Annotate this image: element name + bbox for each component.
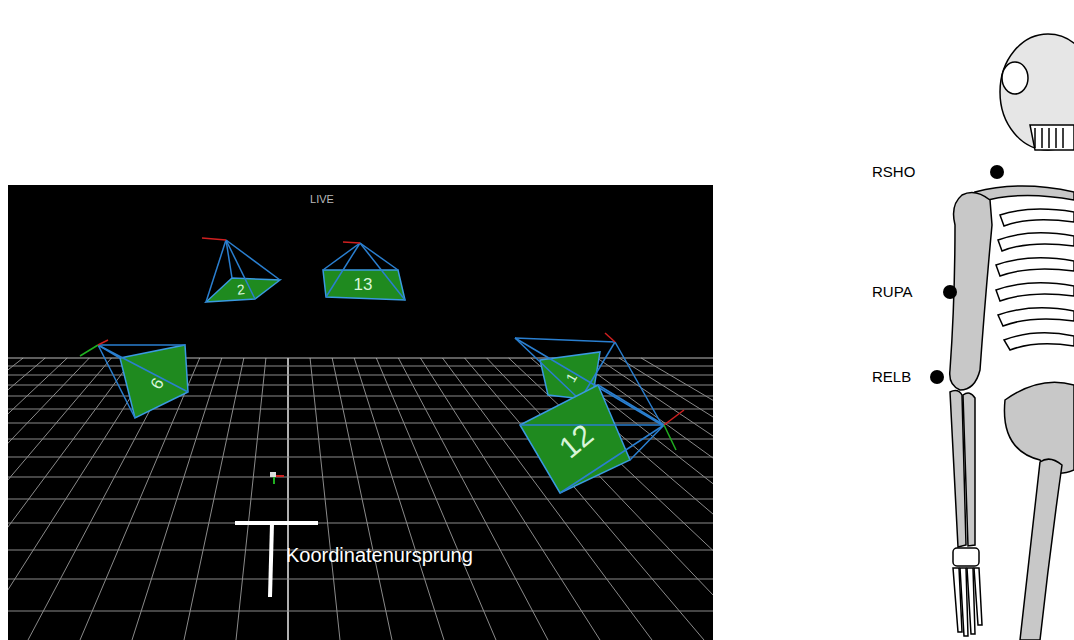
grid-line xyxy=(8,523,713,524)
illustration-part xyxy=(598,385,664,425)
illustration-part xyxy=(615,342,662,425)
illustration-part xyxy=(974,568,982,625)
marker-dots xyxy=(930,165,1004,384)
grid-line xyxy=(8,477,713,478)
illustration-part xyxy=(605,333,615,342)
illustration-part xyxy=(206,278,280,302)
viewport-panel xyxy=(8,185,713,640)
pelvis xyxy=(1004,382,1074,473)
illustration-part xyxy=(343,242,360,243)
illustration-part xyxy=(202,238,226,240)
illustration-part xyxy=(98,345,188,392)
marker-dot xyxy=(990,165,1004,179)
grid-line xyxy=(8,366,713,367)
view-mode-label: LIVE xyxy=(310,193,334,205)
femur xyxy=(1020,459,1062,640)
illustration-part xyxy=(270,472,276,477)
illustration-part xyxy=(664,410,684,425)
illustration-part xyxy=(998,233,1074,251)
illustration-part xyxy=(226,240,232,278)
marker-dot xyxy=(930,370,944,384)
grid-line xyxy=(8,396,713,397)
marker-dot xyxy=(943,285,957,299)
origin-marker xyxy=(270,472,284,484)
grid-line xyxy=(8,499,713,500)
ribcage xyxy=(996,209,1074,350)
teeth-lines xyxy=(1035,128,1063,148)
illustration-part xyxy=(1004,333,1074,350)
marker-name: RUPA xyxy=(872,284,913,301)
skull xyxy=(1000,34,1074,150)
illustration-part xyxy=(226,240,280,280)
eye-socket xyxy=(1002,62,1028,94)
camera-frustum xyxy=(323,242,405,300)
illustration-part xyxy=(515,338,615,342)
grid-line xyxy=(8,579,713,580)
grid-line xyxy=(8,385,713,386)
illustration-part xyxy=(270,523,272,597)
illustration-part xyxy=(998,308,1074,326)
illustration-part xyxy=(80,345,98,356)
origin-label: Koordinatenursprung xyxy=(286,544,473,566)
illustration-part xyxy=(664,425,676,450)
camera-frustum xyxy=(520,385,684,493)
illustration-part xyxy=(98,344,185,346)
camera-frustum xyxy=(80,340,188,418)
grid-line xyxy=(8,611,713,612)
illustration-part xyxy=(98,345,135,418)
floor-grid xyxy=(8,358,713,640)
marker-name: RELB xyxy=(872,369,911,386)
camera-number: 13 xyxy=(354,276,373,295)
illustration-part xyxy=(960,568,968,636)
illustration-part xyxy=(235,521,318,525)
illustration-part xyxy=(630,425,664,460)
illustration-part xyxy=(520,424,664,426)
camera-number: 2 xyxy=(236,282,245,298)
illustration-part xyxy=(98,340,108,345)
illustration-part xyxy=(996,258,1074,276)
illustration-part xyxy=(323,243,360,270)
illustration-part xyxy=(953,548,979,566)
illustration-part xyxy=(515,338,580,400)
illustration-part xyxy=(273,476,275,484)
marker-name: RSHO xyxy=(872,164,915,181)
teeth xyxy=(1030,125,1074,150)
illustration-part xyxy=(996,283,1074,301)
camera-frustum xyxy=(202,238,280,302)
grid-line xyxy=(8,358,713,359)
ulna xyxy=(963,393,975,546)
illustration-part xyxy=(226,240,255,299)
illustration-part xyxy=(1000,209,1074,226)
illustration-part xyxy=(520,385,630,493)
hand xyxy=(953,548,982,636)
illustration-part xyxy=(206,240,226,302)
skeleton xyxy=(950,34,1074,640)
illustration-part xyxy=(967,568,975,634)
